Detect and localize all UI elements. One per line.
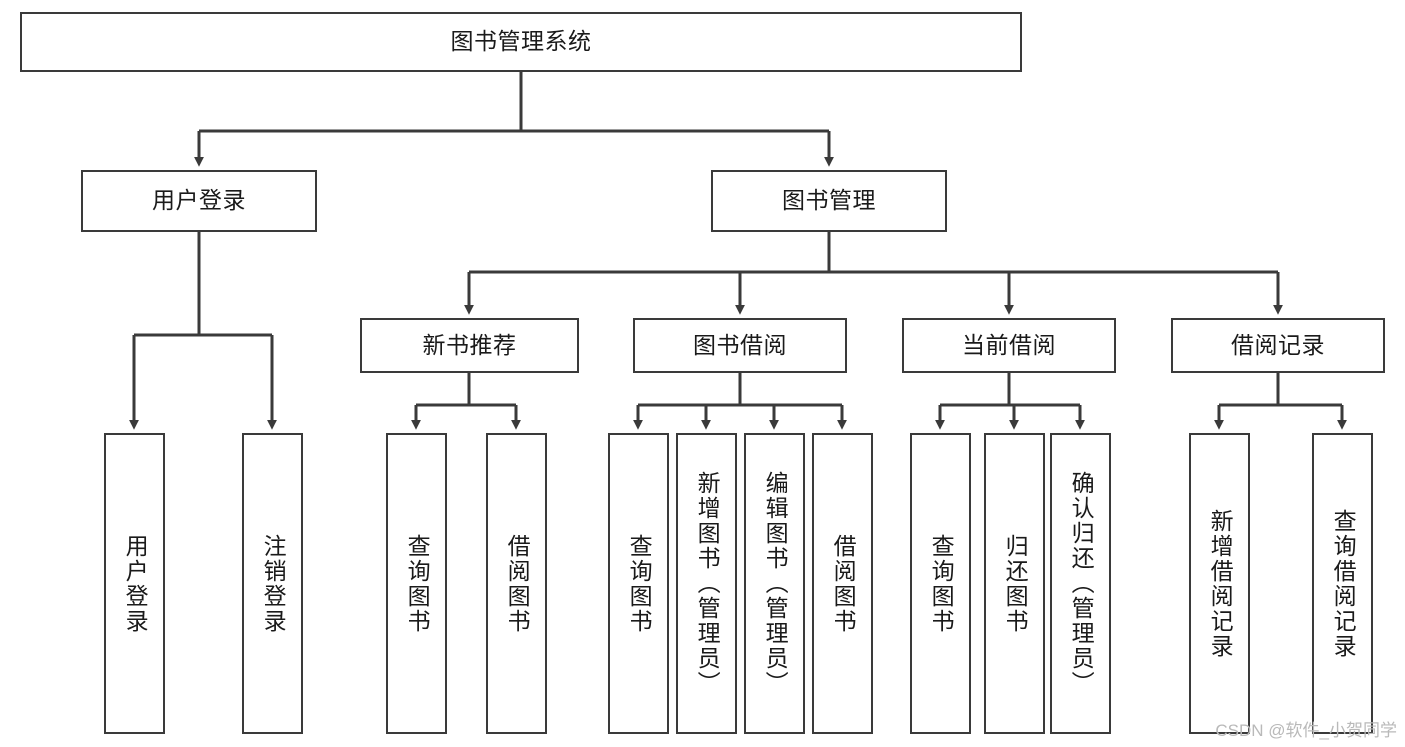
- csdn-watermark: CSDN @软件_小贺同学: [1215, 721, 1397, 740]
- node-label: 查询图书: [626, 533, 653, 634]
- leaf-node-query-current-book[interactable]: 查询图书: [910, 433, 971, 734]
- node-label: 查询图书: [404, 533, 431, 634]
- node-label: 用户登录: [122, 533, 149, 634]
- node-label: 图书管理系统: [450, 28, 592, 55]
- node-label: 查询借阅记录: [1330, 508, 1357, 659]
- node-label: 借阅图书: [830, 533, 857, 634]
- node-label: 确认归还（管理员）: [1068, 471, 1095, 696]
- node-label: 归还图书: [1002, 533, 1029, 634]
- leaf-node-query-borrow-record[interactable]: 查询借阅记录: [1312, 433, 1373, 734]
- node-label: 注销登录: [260, 533, 287, 634]
- leaf-node-return-book[interactable]: 归还图书: [984, 433, 1045, 734]
- node-label: 借阅记录: [1231, 331, 1325, 358]
- node-book-manage[interactable]: 图书管理: [711, 170, 947, 232]
- node-label: 编辑图书（管理员）: [762, 471, 789, 696]
- node-label: 当前借阅: [962, 331, 1056, 358]
- leaf-node-borrow-book-rec[interactable]: 借阅图书: [486, 433, 547, 734]
- leaf-node-add-book-admin[interactable]: 新增图书（管理员）: [676, 433, 737, 734]
- node-label: 查询图书: [928, 533, 955, 634]
- node-book-borrow[interactable]: 图书借阅: [633, 318, 847, 373]
- node-current-borrow[interactable]: 当前借阅: [902, 318, 1116, 373]
- node-borrow-records[interactable]: 借阅记录: [1171, 318, 1385, 373]
- node-label: 新增图书（管理员）: [694, 471, 721, 696]
- leaf-node-user-logout[interactable]: 注销登录: [242, 433, 303, 734]
- node-label: 图书管理: [782, 187, 876, 214]
- node-label: 新增借阅记录: [1207, 508, 1234, 659]
- node-new-book-recommend[interactable]: 新书推荐: [360, 318, 579, 373]
- leaf-node-confirm-return-admin[interactable]: 确认归还（管理员）: [1050, 433, 1111, 734]
- leaf-node-borrow-book[interactable]: 借阅图书: [812, 433, 873, 734]
- node-label: 借阅图书: [504, 533, 531, 634]
- node-root-system[interactable]: 图书管理系统: [20, 12, 1022, 72]
- node-label: 图书借阅: [693, 331, 787, 358]
- leaf-node-add-borrow-record[interactable]: 新增借阅记录: [1189, 433, 1250, 734]
- leaf-node-query-book-rec[interactable]: 查询图书: [386, 433, 447, 734]
- leaf-node-query-book[interactable]: 查询图书: [608, 433, 669, 734]
- node-user-login[interactable]: 用户登录: [81, 170, 317, 232]
- leaf-node-edit-book-admin[interactable]: 编辑图书（管理员）: [744, 433, 805, 734]
- leaf-node-user-login[interactable]: 用户登录: [104, 433, 165, 734]
- node-label: 用户登录: [152, 187, 246, 214]
- node-label: 新书推荐: [422, 331, 517, 358]
